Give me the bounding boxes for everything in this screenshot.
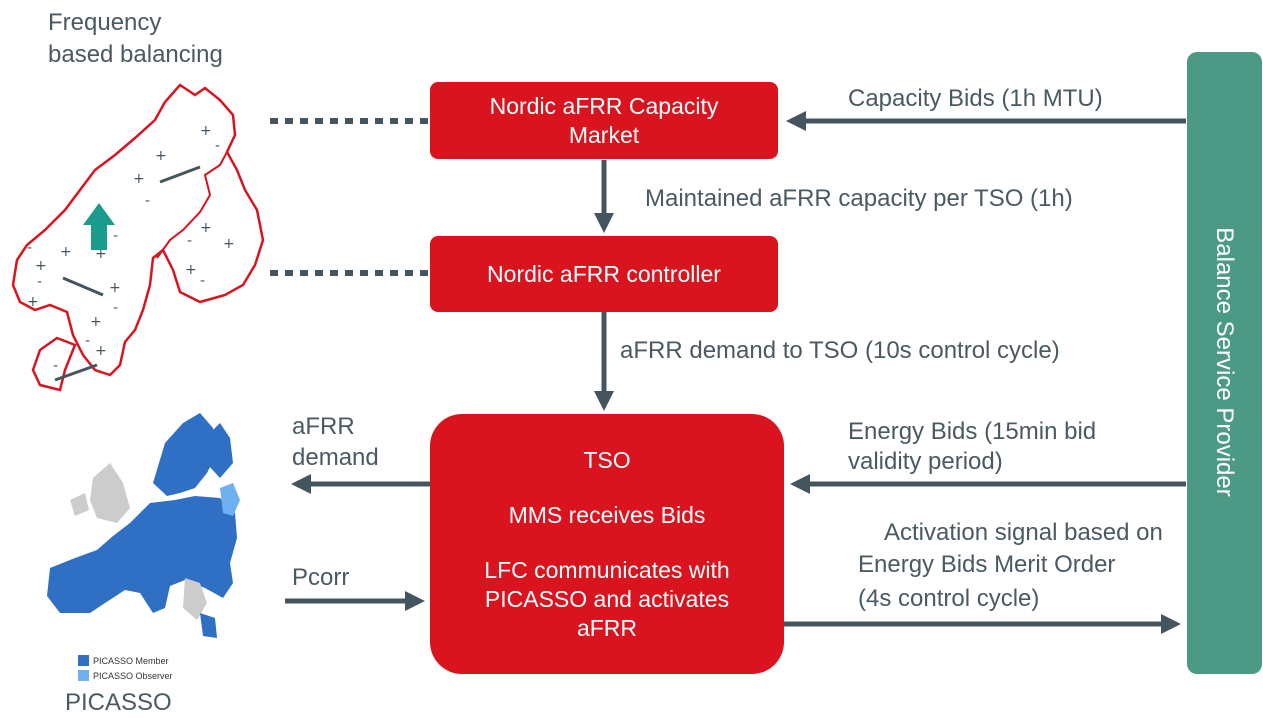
map-plus: + (95, 343, 107, 359)
map-minus: - (85, 333, 90, 349)
nordic-inner-border (156, 151, 228, 259)
activation-signal-label-line1: Activation signal based on (884, 519, 1163, 546)
tso-mms-text: MMS receives Bids (508, 501, 706, 528)
map-exchange-arrow (159, 165, 201, 184)
map-minus: - (53, 358, 58, 374)
map-minus: - (145, 193, 150, 209)
map-plus: + (133, 171, 145, 187)
legend-member: PICASSO Member (78, 655, 169, 666)
legend-observer: PICASSO Observer (78, 670, 173, 681)
map-plus: + (185, 262, 197, 278)
tso-title: TSO (583, 446, 631, 473)
activation-signal-label-line3: (4s control cycle) (858, 585, 1040, 612)
nordic-controller-box: Nordic aFRR controller (430, 236, 778, 312)
map-plus: + (95, 246, 107, 262)
map-plus: + (200, 220, 212, 236)
map-plus: + (155, 148, 167, 164)
map-minus: - (215, 138, 220, 154)
observer-area (220, 483, 240, 516)
legend-observer-label: PICASSO Observer (93, 670, 173, 681)
energy-bids-label-line2: validity period) (848, 448, 1003, 475)
member-greece (200, 613, 217, 638)
capacity-bids-label: Capacity Bids (1h MTU) (848, 85, 1103, 112)
map-plus: + (109, 280, 121, 296)
map-plus: + (27, 294, 39, 310)
pcorr-label: Pcorr (292, 564, 350, 591)
capacity-market-line2: Market (568, 121, 640, 148)
balance-service-provider-panel (1187, 52, 1262, 674)
non-member-ireland (70, 493, 89, 516)
tso-lfc-line2: PICASSO and activates (484, 585, 730, 612)
map-exchange-arrow (62, 276, 104, 297)
nordic-outline (11, 83, 265, 392)
map-minus: - (113, 228, 118, 244)
map-plus: + (223, 236, 235, 252)
map-minus: - (113, 300, 118, 316)
controller-label: Nordic aFRR controller (487, 260, 721, 287)
activation-signal-label-line2: Energy Bids Merit Order (858, 551, 1116, 578)
map-plus: + (35, 258, 47, 274)
member-scandinavia (153, 413, 217, 496)
tso-box: TSO MMS receives Bids LFC communicates w… (430, 414, 784, 674)
nordic-map: + - + + - + - + + - + - + - + - + + - + … (11, 83, 265, 392)
energy-bids-label-line1: Energy Bids (15min bid (848, 418, 1097, 445)
map-minus: - (27, 240, 32, 256)
map-plus: + (200, 123, 212, 139)
legend-observer-swatch (78, 670, 89, 681)
map-exchange-arrow (54, 363, 98, 382)
map-plus: + (60, 244, 72, 260)
demand-to-tso-label: aFRR demand to TSO (10s control cycle) (620, 337, 1060, 364)
non-member-uk (90, 463, 130, 523)
tso-lfc-line1: LFC communicates with (484, 556, 730, 583)
nordic-capacity-market-box: Nordic aFRR Capacity Market (430, 82, 778, 159)
afrr-demand-label-line2: demand (292, 444, 379, 471)
capacity-market-line1: Nordic aFRR Capacity (489, 92, 719, 119)
picasso-map (47, 413, 240, 638)
header-title-line2: based balancing (48, 41, 223, 68)
member-continent (47, 496, 237, 613)
afrr-demand-label-line1: aFRR (292, 413, 355, 440)
map-minus: - (37, 274, 42, 290)
picasso-label: PICASSO (65, 689, 172, 716)
member-finland (209, 423, 233, 478)
legend-member-swatch (78, 655, 89, 666)
map-plus: + (90, 314, 102, 330)
balance-service-provider-label: Balance Service Provider (1211, 227, 1238, 497)
maintained-capacity-label: Maintained aFRR capacity per TSO (1h) (645, 185, 1073, 212)
tso-lfc-line3: aFRR (576, 614, 638, 641)
header-title-line1: Frequency (48, 9, 162, 36)
legend-member-label: PICASSO Member (93, 655, 169, 666)
map-minus: - (187, 233, 192, 249)
map-minus: - (200, 273, 205, 289)
teal-up-arrow (83, 203, 115, 250)
non-member-balkans (183, 578, 207, 620)
